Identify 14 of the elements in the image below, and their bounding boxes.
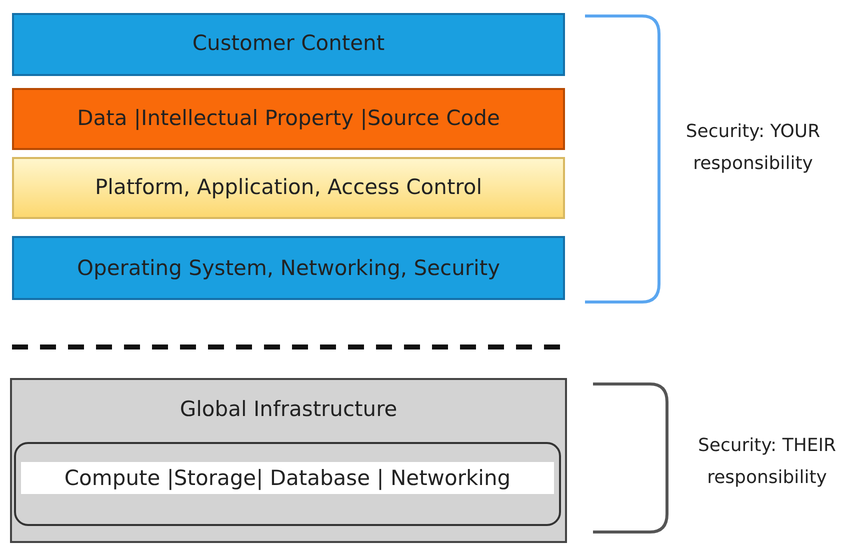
layer-bar <box>12 236 565 300</box>
services-panel <box>14 442 561 526</box>
layer-label: Operating System, Networking, Security <box>76 256 502 280</box>
layer-label: Compute |Storage| Database | Networking <box>21 462 554 494</box>
infrastructure-panel <box>10 378 567 543</box>
bracket-label: Security: YOUR responsibility <box>684 120 822 176</box>
layer-label: Global Infrastructure <box>178 397 398 421</box>
layer-bar <box>12 13 565 76</box>
layer-bar <box>12 157 565 219</box>
layer-bar <box>12 88 565 150</box>
layer-label: Data |Intellectual Property |Source Code <box>76 106 501 130</box>
layer-label: Platform, Application, Access Control <box>94 175 484 199</box>
bracket-label: Security: THEIR responsibility <box>696 434 838 490</box>
layer-label: Customer Content <box>191 31 386 55</box>
